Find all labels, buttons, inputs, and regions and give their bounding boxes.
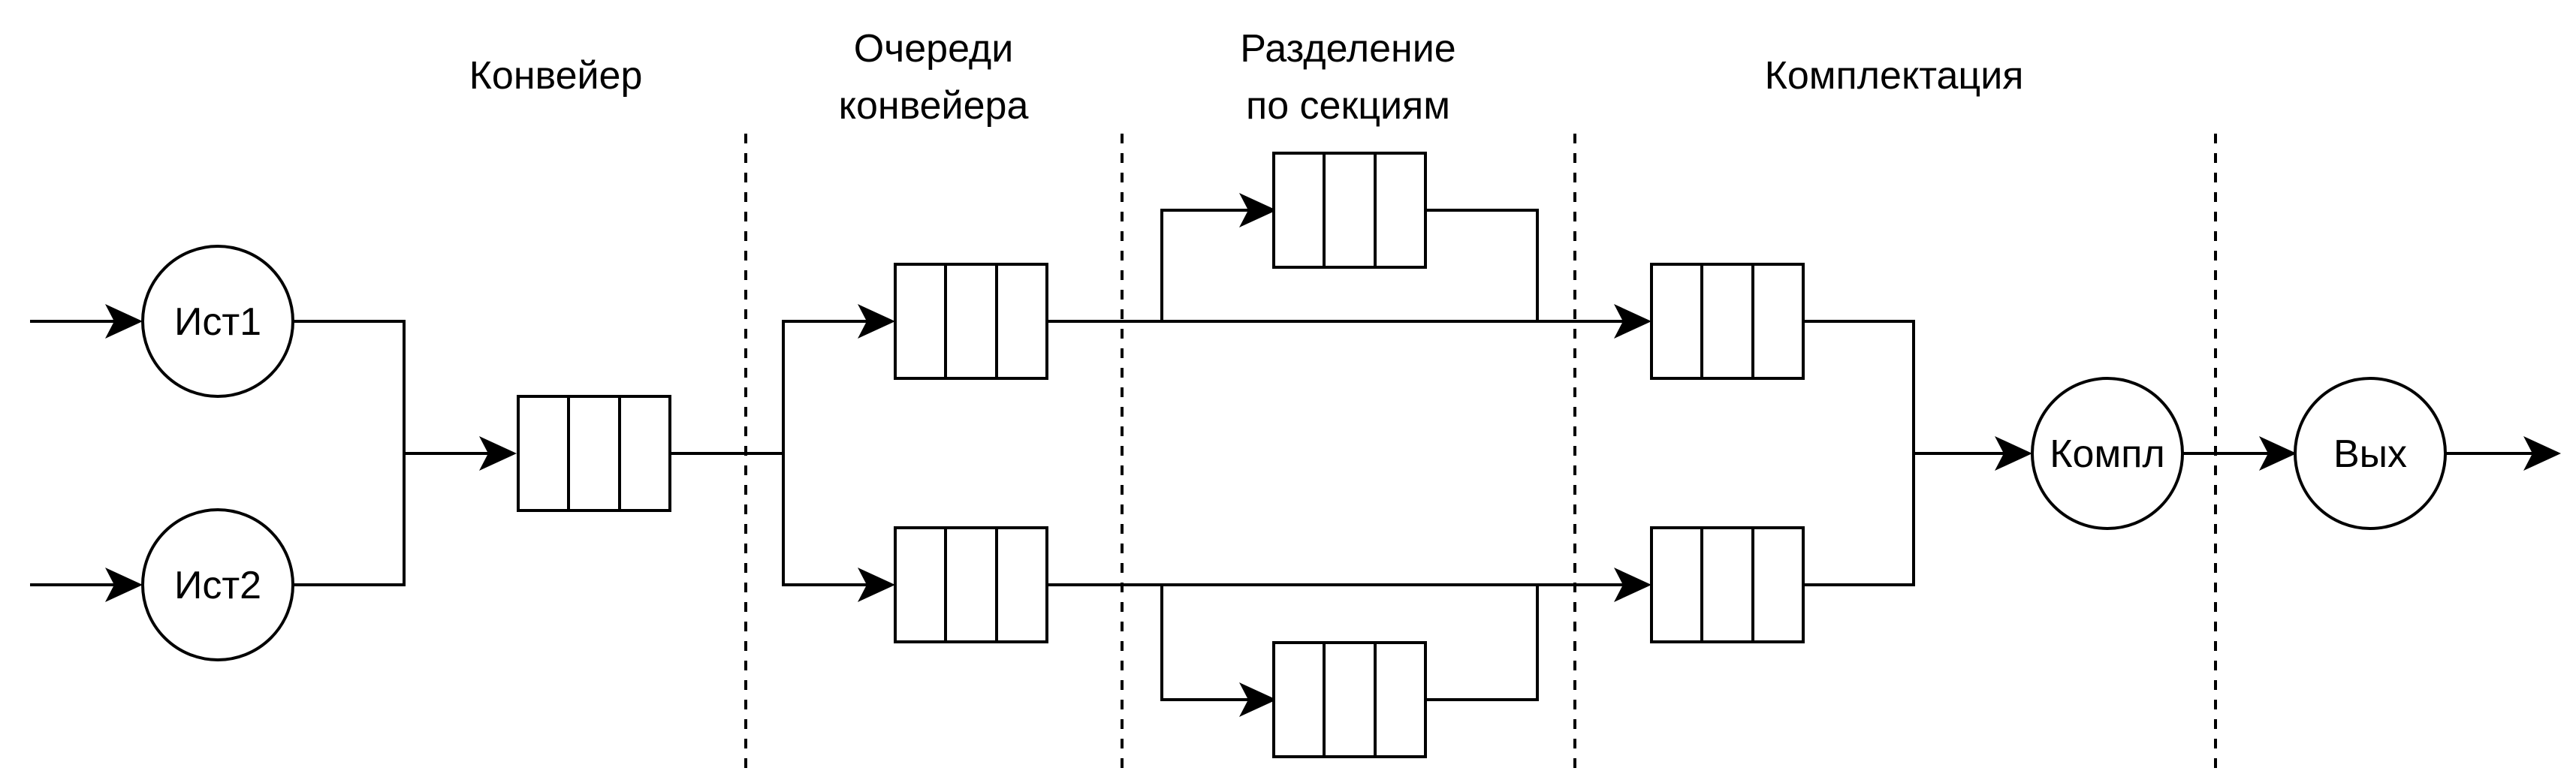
assembly-bottom-to-merge (1801, 453, 1915, 586)
section-title-split-line1: Разделение (1240, 27, 1455, 71)
arrow-into-source2 (105, 568, 143, 602)
arrow-exit (2523, 436, 2561, 471)
branch-top-to-section-queue (1160, 209, 1262, 321)
queues (517, 152, 1805, 758)
section-title-split-line2: по секциям (1246, 84, 1450, 128)
section-title-conveyor: Конвейер (469, 54, 643, 98)
arrow-into-queue-top (858, 304, 895, 339)
section-queue-bottom-return (1425, 585, 1539, 701)
queue-conveyor-top (894, 263, 1048, 380)
circle-nodes: Ист1 Ист2 Компл Вых (141, 245, 2447, 661)
queue-section-top (1272, 152, 1427, 269)
queue-conveyor (517, 395, 671, 512)
node-output: Вых (2294, 377, 2447, 530)
section-title-assembly: Комплектация (1765, 54, 2024, 98)
node-source2: Ист2 (141, 508, 294, 661)
queue-assembly-top (1650, 263, 1805, 380)
node-source1-label: Ист1 (174, 300, 261, 344)
arrow-into-conveyor (479, 436, 517, 471)
queue-section-bottom (1272, 641, 1427, 758)
source2-to-merge (291, 453, 406, 586)
assembly-top-to-merge (1801, 320, 1915, 453)
section-dividers (744, 134, 2217, 777)
arrow-into-assembler (1995, 436, 2032, 471)
section-queue-top-return (1425, 209, 1539, 321)
section-title-queues-line1: Очереди (854, 27, 1014, 71)
arrow-into-section-queue-top (1239, 193, 1277, 227)
arrow-into-assembly-top (1614, 304, 1651, 339)
arrow-into-queue-bottom (858, 568, 895, 602)
arrow-into-output (2259, 436, 2297, 471)
branch-bottom-to-section-queue (1160, 585, 1262, 701)
queue-assembly-bottom (1650, 526, 1805, 643)
queue-conveyor-bottom (894, 526, 1048, 643)
source1-to-merge (291, 320, 406, 453)
arrowheads (105, 193, 2561, 717)
connections (30, 209, 2546, 701)
arrow-into-section-queue-bottom (1239, 682, 1277, 717)
split-to-queue-bottom (782, 453, 873, 586)
section-headers: Конвейер Очереди конвейера Разделение по… (469, 27, 2024, 128)
arrow-into-source1 (105, 304, 143, 339)
node-output-label: Вых (2333, 432, 2407, 476)
node-assembler: Компл (2031, 377, 2184, 530)
arrow-into-assembly-bottom (1614, 568, 1651, 602)
node-assembler-label: Компл (2050, 432, 2164, 476)
node-source2-label: Ист2 (174, 564, 261, 607)
section-title-queues-line2: конвейера (839, 84, 1029, 128)
node-source1: Ист1 (141, 245, 294, 398)
split-to-queue-top (782, 320, 873, 453)
